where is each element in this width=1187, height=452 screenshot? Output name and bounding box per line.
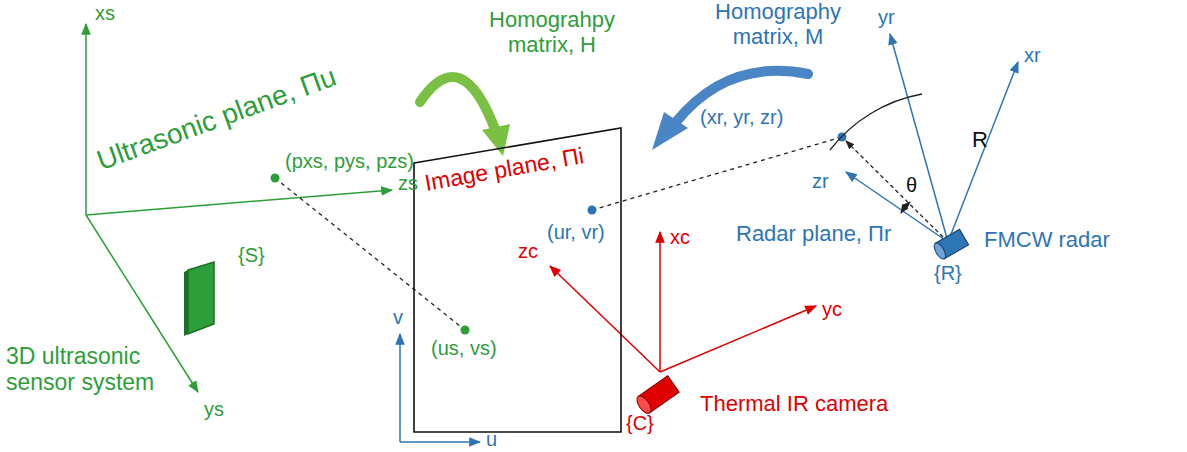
xc-axis	[659, 232, 661, 372]
axis-label: yc	[822, 298, 842, 320]
homography-label: Homography matrix, M	[706, 0, 850, 49]
device-label: Thermal IR camera	[700, 392, 888, 417]
radar-range-arc	[830, 94, 922, 150]
thermal-camera	[634, 376, 679, 416]
axis-label: zr	[812, 170, 829, 192]
axis-label: xr	[1024, 44, 1041, 66]
image-point	[588, 206, 597, 215]
point-label: (us, vs)	[431, 337, 497, 359]
ultrasonic-sensor	[188, 262, 214, 334]
axis-label: yr	[878, 6, 895, 28]
frame-label: {R}	[934, 262, 962, 284]
fmcw-radar	[932, 229, 969, 261]
camera-axes	[550, 232, 816, 372]
homography-arrow	[420, 77, 496, 132]
device-label: FMCW radar	[984, 228, 1110, 253]
zc-axis	[550, 266, 660, 372]
homography-arrowhead	[652, 112, 688, 150]
range-label: R	[972, 128, 988, 153]
xr-axis	[948, 62, 1018, 242]
u-axis	[400, 441, 480, 443]
axis-label: ys	[204, 398, 224, 420]
frame-label: {C}	[626, 412, 654, 434]
device-label: 3D ultrasonic sensor system	[6, 344, 176, 396]
yc-axis	[660, 306, 816, 372]
axis-label: zs	[398, 172, 418, 194]
axis-label: xs	[95, 2, 115, 24]
axis-label: u	[486, 428, 497, 450]
plane-label: Radar plane, Πr	[736, 222, 891, 247]
axis-label: v	[393, 306, 403, 328]
axis-label: zc	[518, 240, 538, 262]
point-label: (pxs, pys, pzs)	[285, 150, 414, 172]
ultrasonic-axes	[86, 24, 392, 392]
image-plane: Image plane, Πi (ur, vr) (us, vs)	[413, 127, 623, 433]
yr-axis	[890, 34, 948, 242]
ultrasonic-point	[271, 174, 280, 183]
image-point	[461, 326, 470, 335]
sensor-edge	[184, 270, 188, 336]
plane-label: Image plane, Πi	[423, 143, 586, 196]
radar-axes	[846, 34, 1018, 242]
axis-label: xc	[670, 226, 690, 248]
point-label: (xr, yr, zr)	[700, 106, 783, 128]
angle-arc	[901, 202, 910, 213]
plane-outline	[414, 128, 621, 432]
point-label: (ur, vr)	[547, 221, 605, 243]
radar-face	[932, 241, 948, 261]
homography-label: Homograhpy matrix, H	[482, 8, 622, 57]
xs-axis	[85, 24, 87, 215]
frame-label: {S}	[238, 244, 265, 266]
projection-line	[275, 178, 465, 330]
angle-label: θ	[906, 174, 917, 196]
zs-axis	[86, 190, 392, 215]
v-axis	[399, 334, 401, 442]
projection-line	[592, 137, 842, 210]
